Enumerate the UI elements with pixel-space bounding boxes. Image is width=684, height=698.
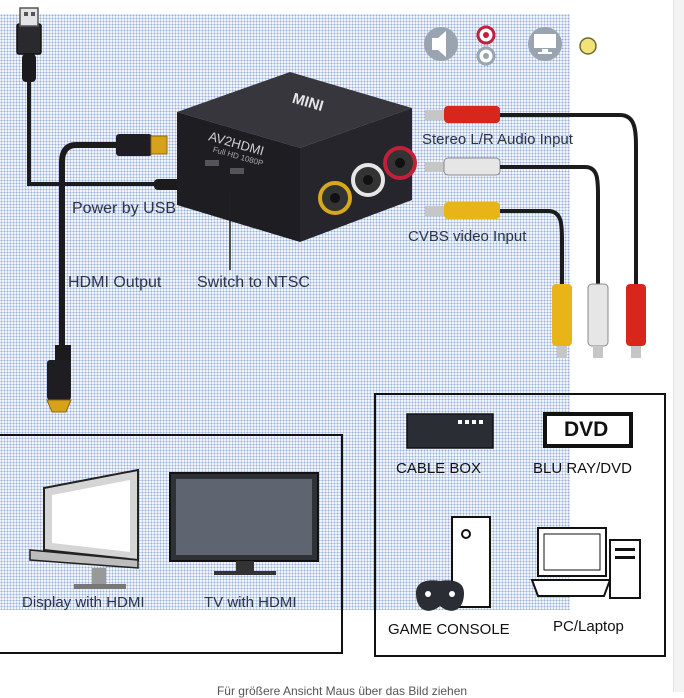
hdmi-plug-top <box>59 134 168 345</box>
cvbs-label: CVBS video Input <box>408 228 527 245</box>
usb-cable <box>16 7 186 190</box>
cable-box-label: CABLE BOX <box>396 460 482 477</box>
dvd-logo: DVD <box>564 418 609 441</box>
dvd-icon <box>543 412 633 448</box>
converter-device <box>177 72 417 242</box>
output-devices-box <box>0 434 343 654</box>
speaker-icon <box>424 27 458 61</box>
image-caption: Für größere Ansicht Maus über das Bild z… <box>216 684 468 698</box>
rca-red-cable <box>425 106 646 358</box>
scrollbar-track[interactable] <box>673 0 684 692</box>
tv-icon <box>169 472 319 575</box>
rca-yellow-cable <box>425 202 572 358</box>
source-devices-box <box>374 393 666 657</box>
bluray-label: BLU RAY/DVD <box>533 460 632 477</box>
display-monitor-icon <box>29 468 139 589</box>
hdmi-output-label: HDMI Output <box>68 274 162 291</box>
power-label: Power by USB <box>72 200 177 217</box>
video-rca-icon <box>579 37 597 55</box>
game-console-icon <box>416 516 491 611</box>
tv-hdmi-label: TV with HDMI <box>204 594 297 611</box>
monitor-icon <box>528 27 562 61</box>
game-console-label: GAME CONSOLE <box>388 621 510 638</box>
hdmi-plug-bottom <box>46 345 72 413</box>
pc-laptop-icon <box>530 527 641 599</box>
rca-white-cable <box>425 157 609 358</box>
stereo-audio-label: Stereo L/R Audio Input <box>422 131 573 148</box>
cable-box-icon <box>406 413 494 449</box>
pc-laptop-label: PC/Laptop <box>553 618 624 635</box>
switch-ntsc-label: Switch to NTSC <box>197 274 310 291</box>
display-hdmi-label: Display with HDMI <box>22 594 145 611</box>
audio-rca-icon <box>476 25 496 66</box>
